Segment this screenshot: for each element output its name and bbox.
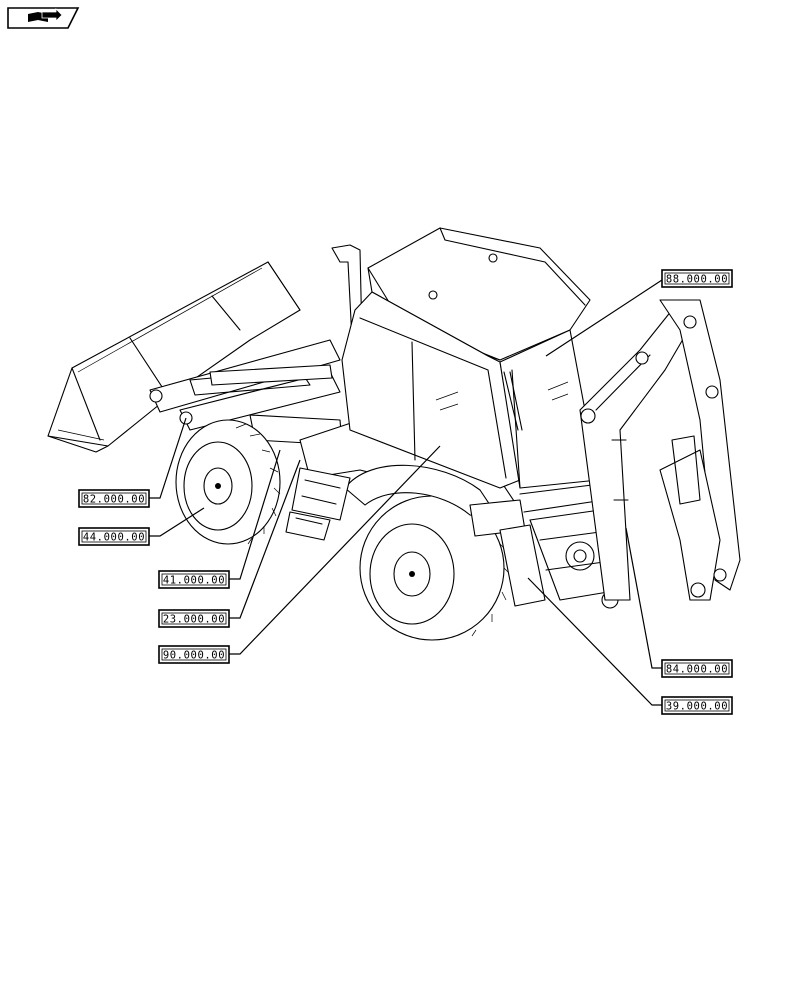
- callout-41[interactable]: 41.000.00: [158, 570, 230, 589]
- nav-icon-button[interactable]: [7, 7, 80, 29]
- callout-88[interactable]: 88.000.00: [661, 269, 733, 288]
- loader-arms: [149, 339, 343, 446]
- callout-82-label: 82.000.00: [83, 494, 145, 506]
- callout-90[interactable]: 90.000.00: [158, 645, 230, 664]
- book-arrow-icon: [28, 8, 63, 22]
- callout-88-label: 88.000.00: [666, 274, 728, 286]
- callout-82[interactable]: 82.000.00: [78, 489, 150, 508]
- callout-23[interactable]: 23.000.00: [158, 609, 230, 628]
- callout-44-label: 44.000.00: [83, 532, 145, 544]
- leader-lines: [149, 279, 663, 706]
- front-wheel: [175, 419, 281, 545]
- callout-84-label: 84.000.00: [666, 664, 728, 676]
- backhoe-loader-drawing: [47, 227, 741, 641]
- callout-39-label: 39.000.00: [666, 701, 728, 713]
- callout-90-label: 90.000.00: [163, 650, 225, 662]
- loader-bucket: [47, 261, 301, 453]
- callout-44[interactable]: 44.000.00: [78, 527, 150, 546]
- cab: [341, 227, 605, 513]
- backhoe-boom: [579, 299, 741, 601]
- callout-23-label: 23.000.00: [163, 614, 225, 626]
- callout-39[interactable]: 39.000.00: [661, 696, 733, 715]
- callout-41-label: 41.000.00: [163, 575, 225, 587]
- callout-84[interactable]: 84.000.00: [661, 659, 733, 678]
